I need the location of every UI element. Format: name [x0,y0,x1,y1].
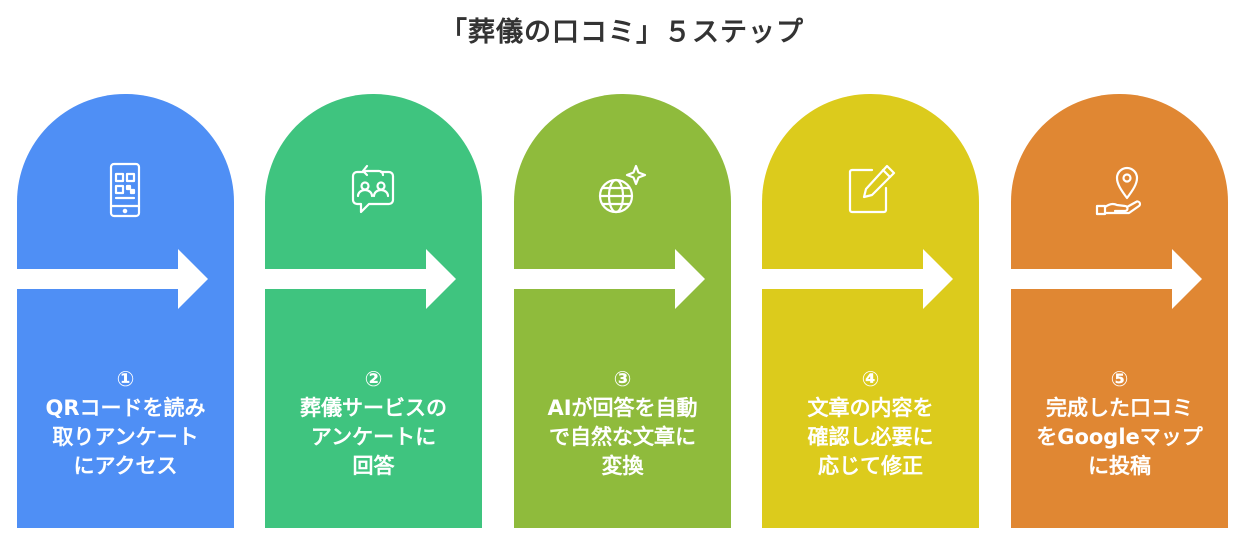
step-description: 文章の内容を 確認し必要に 応じて修正 [807,396,934,478]
chat-people-icon [343,160,403,220]
map-pin-hand-icon [1089,160,1149,220]
arrow-2 [390,249,458,309]
arrow-band-4 [762,269,892,289]
step-number: ② [364,367,383,391]
step-description: 葬儀サービスの アンケートに 回答 [300,396,447,478]
diagram-title: 「葬儀の口コミ」５ステップ [440,17,804,48]
step-card-4: ④ 文章の内容を 確認し必要に 応じて修正 [762,94,979,528]
step-description: AIが回答を自動 で自然な文章に 変換 [547,396,698,478]
arrow-band-5 [1011,269,1141,289]
step-number: ③ [613,367,632,391]
arrow-4 [887,249,955,309]
step-number: ⑤ [1110,367,1129,391]
step-description: 完成した口コミ をGoogleマップ に投稿 [1036,396,1203,478]
edit-pencil-icon [840,160,900,220]
arrow-3 [639,249,707,309]
arrow-1 [142,249,210,309]
step-number: ① [116,367,135,391]
step-card-3: ③ AIが回答を自動 で自然な文章に 変換 [514,94,731,528]
arrow-band-3 [514,269,644,289]
arrow-band-left [17,269,147,289]
step-card-2: ② 葬儀サービスの アンケートに 回答 [265,94,482,528]
step-card-1: ① QRコードを読み 取りアンケート にアクセス [17,94,234,528]
step-number: ④ [861,367,880,391]
qr-phone-icon [95,160,155,220]
step-card-5: ⑤ 完成した口コミ をGoogleマップ に投稿 [1011,94,1228,528]
step-description: QRコードを読み 取りアンケート にアクセス [45,396,206,478]
globe-sparkle-icon [592,160,652,220]
arrow-band-2 [265,269,395,289]
arrow-5 [1136,249,1204,309]
